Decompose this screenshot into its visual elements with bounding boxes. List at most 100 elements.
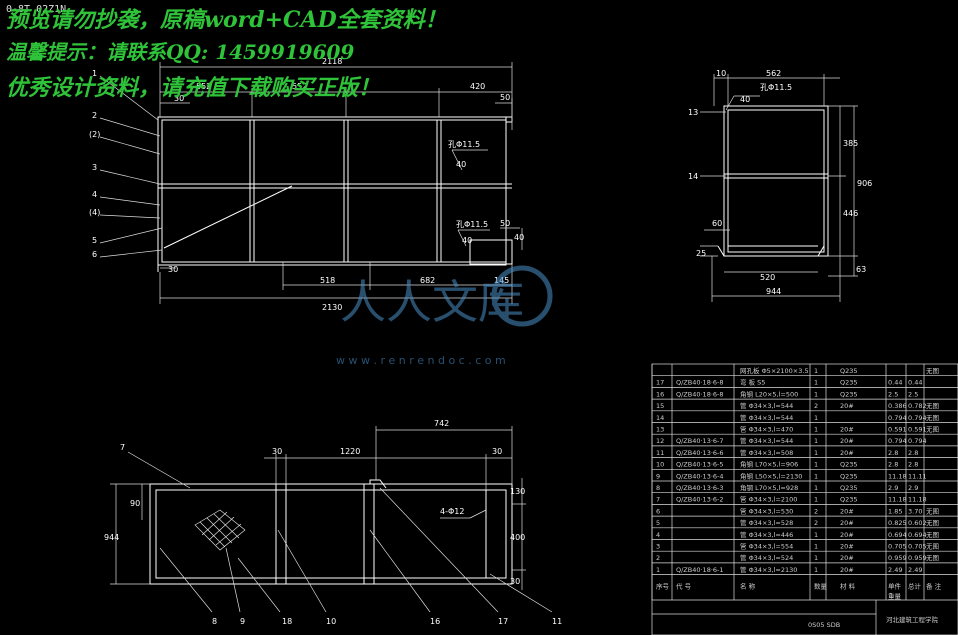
top-label-9: 9 <box>240 617 245 626</box>
leader <box>277 529 327 613</box>
leader <box>469 509 487 519</box>
bom-cell: 角钢 L70×5,l=906 <box>740 460 798 469</box>
bom-cell: 无图 <box>926 519 939 527</box>
bom-cell: 0.591 <box>908 426 927 434</box>
bom-cell: 20# <box>840 507 854 515</box>
side-dim-10: 10 <box>716 69 726 78</box>
bom-cell: 无图 <box>926 507 939 515</box>
top-notch <box>369 479 387 489</box>
bom-cell: 0.794 <box>908 437 927 445</box>
mesh-line <box>201 511 228 536</box>
top-dim-400: 400 <box>510 533 525 542</box>
top-dim-30b: 30 <box>492 447 502 456</box>
bom-cell: 11.11 <box>908 472 927 480</box>
bom-cell: 1 <box>814 379 818 387</box>
bom-cell: Q/ZB40·13·6-5 <box>676 461 724 469</box>
side-dim-25: 25 <box>696 249 706 258</box>
bom-cell: 13 <box>656 426 664 434</box>
bom-cell: 1 <box>814 496 818 504</box>
bom-cell: 1 <box>814 390 818 398</box>
watermark-line-2: 温馨提示：请联系QQ: 1459919609 <box>6 40 355 64</box>
bom-cell: 11.18 <box>888 496 907 504</box>
leader <box>99 169 161 185</box>
bom-cell: 20# <box>840 531 854 539</box>
leader <box>369 529 431 613</box>
bom-cell: 2.9 <box>908 484 918 492</box>
leader <box>457 229 467 247</box>
watermark-logo-text: 人人文库 <box>340 275 524 329</box>
bom-cell: 1.85 <box>888 507 902 515</box>
dim-50-bot: 50 <box>500 219 510 228</box>
bom-cell: 11.18 <box>888 472 907 480</box>
top-label-11: 11 <box>552 617 562 626</box>
front-diagonal <box>163 185 293 249</box>
bom-cell: 0.825 <box>888 519 907 527</box>
side-dim-63: 63 <box>856 265 866 274</box>
bom-cell: 无图 <box>926 531 939 539</box>
bom-header-cell: 名 称 <box>740 582 756 591</box>
bom-cell: 2 <box>814 507 818 515</box>
top-label-16: 16 <box>430 617 440 626</box>
bom-cell: 15 <box>656 402 664 410</box>
top-frame <box>149 483 513 585</box>
bom-cell: 0.705 <box>908 543 927 551</box>
bom-cell: 2.8 <box>888 461 898 469</box>
bom-cell: Q/ZB40·13·6-4 <box>676 472 724 480</box>
side-dim-446: 446 <box>843 209 858 218</box>
part-label-5: 5 <box>92 236 97 245</box>
mesh-outline <box>194 509 246 551</box>
bom-cell: 无图 <box>926 402 939 410</box>
logo-circle-icon <box>491 265 553 327</box>
leader <box>225 547 241 613</box>
leader <box>451 149 463 171</box>
bom-cell: 1 <box>814 543 818 551</box>
bom-cell: 网孔板 Φ5×2100×3.5 <box>740 366 809 375</box>
bom-cell: 0.959 <box>888 554 907 562</box>
hole-bot-label: 孔Φ11.5 <box>456 220 488 229</box>
bom-cell: 2.9 <box>888 484 898 492</box>
bom-header-cell: 总计 <box>908 582 922 591</box>
bom-cell: 管 Φ34×3,l=544 <box>740 401 793 410</box>
watermark-logo: 人人文库 w w w . r e n r e n d o c . c o m <box>336 265 553 367</box>
bom-cell: Q/ZB40·13·6-7 <box>676 437 724 445</box>
bom-cell: 3.70 <box>908 507 922 515</box>
side-dim-60: 60 <box>712 219 722 228</box>
bom-cell: Q/ZB40·13·6-2 <box>676 496 724 504</box>
bom-cell: 管 Φ34×3,l=508 <box>740 448 793 457</box>
bom-cell: 管 Φ34×3,l=2100 <box>740 495 797 504</box>
leader <box>99 117 161 137</box>
bom-cell: 1 <box>814 566 818 574</box>
top-hole: 4-Φ12 <box>440 507 464 516</box>
side-label-14: 14 <box>688 172 698 181</box>
mesh-line <box>208 516 235 541</box>
bom-footer-left: 0S05 SDB <box>808 621 840 629</box>
leader <box>99 227 163 244</box>
side-dim-906: 906 <box>857 179 872 188</box>
dim-2130: 2130 <box>322 303 342 312</box>
bom-cell: Q/ZB40·18·6-8 <box>676 390 724 398</box>
hole-bot-qty: 40 <box>462 236 472 245</box>
bom-cell: 20# <box>840 566 854 574</box>
bom-cell: 11 <box>656 449 664 457</box>
bom-cell: Q/ZB40·18·6-1 <box>676 566 724 574</box>
bom-cell: 10 <box>656 461 664 469</box>
part-label-2b: (2) <box>89 130 100 139</box>
bom-cell: 0.782 <box>908 402 927 410</box>
dim-30-left: 30 <box>174 94 184 103</box>
bom-cell: 0.959 <box>908 554 927 562</box>
bom-cell: 16 <box>656 390 664 398</box>
bom-cell: 2.8 <box>908 461 918 469</box>
mesh-line <box>199 521 226 548</box>
side-hole: 孔Φ11.5 <box>760 83 792 92</box>
leader <box>489 573 553 613</box>
bom-cell: 5 <box>656 519 660 527</box>
top-label-8: 8 <box>212 617 217 626</box>
bom-cell: 角钢 L20×5,l=500 <box>740 389 798 398</box>
bom-cell: 8 <box>656 484 660 492</box>
side-base <box>717 245 825 257</box>
bom-columns: 序号代 号名 称数量材 料单件总计备 注重量 <box>651 364 958 601</box>
mesh-line <box>213 513 240 539</box>
bom-cell: 1 <box>656 566 660 574</box>
dim-552b: 552 <box>292 82 307 91</box>
side-frame-inner <box>727 109 825 253</box>
